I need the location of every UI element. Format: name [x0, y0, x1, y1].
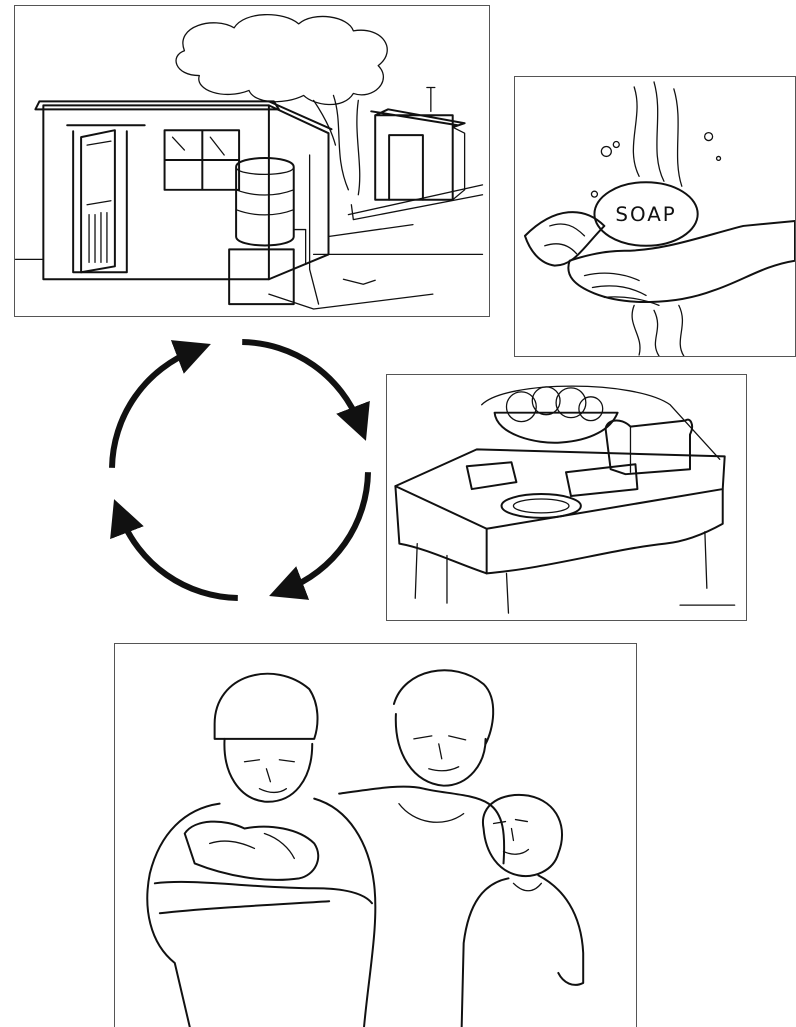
cycle-arrow-4	[112, 351, 194, 468]
healthy-family-icon	[115, 644, 636, 1027]
soap-label: SOAP	[615, 203, 676, 226]
house-with-latrine-and-water-tank-icon	[15, 6, 489, 316]
house-and-latrine-panel	[14, 5, 490, 317]
healthy-family-panel	[114, 643, 637, 1027]
handwashing-panel: SOAP	[514, 76, 796, 357]
cycle-arrow-1	[242, 342, 359, 424]
cycle-arrow-3	[121, 516, 238, 598]
hands-washing-with-soap-icon: SOAP	[515, 77, 795, 356]
covered-food-table-icon	[387, 375, 746, 620]
cycle-diagram	[90, 320, 390, 620]
covered-food-panel	[386, 374, 747, 621]
cycle-arrow-2	[286, 472, 368, 589]
